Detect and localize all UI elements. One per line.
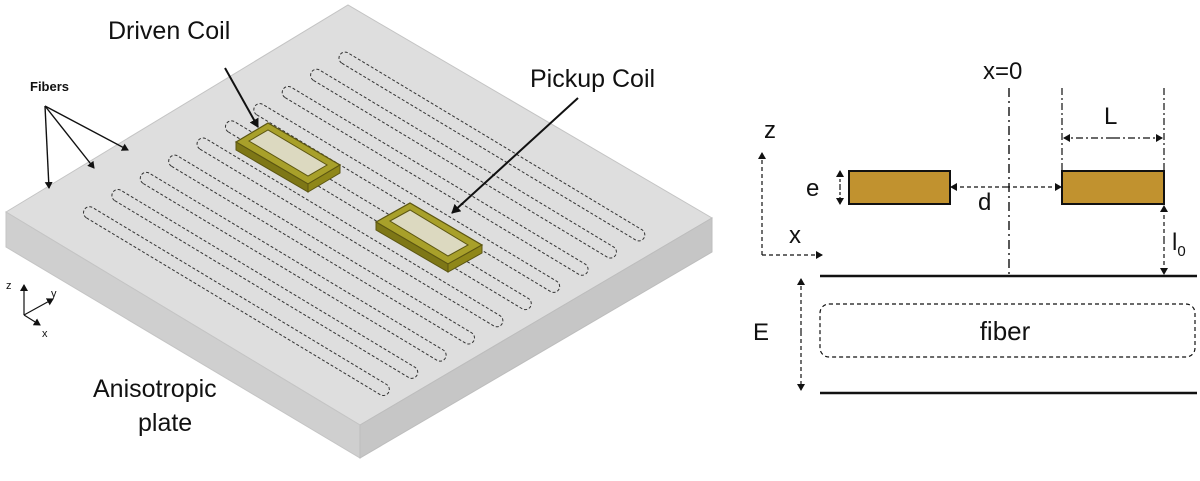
plate-label-line2: plate [138,409,192,437]
driven-coil-label: Driven Coil [108,17,230,45]
fibers-arrow-1 [44,105,53,189]
schematic-x-label: x [789,222,801,249]
fiber-section [819,303,1196,358]
driven-coil-arrow [224,67,259,128]
driven-coil-section [848,170,951,205]
fiber-label: fiber [980,316,1031,346]
schematic-z-label: z [764,117,776,144]
fibers-arrow-3 [44,105,129,151]
fiber-cylinder [253,103,561,293]
axis-triad-3d: z y x [6,280,57,340]
fiber-cylinder [338,51,646,242]
plate-3d [5,4,713,459]
driven-coil-3d [234,122,342,193]
l0-label: l0 [1172,229,1186,260]
fiber-cylinder [225,120,532,311]
axis-y-label: y [51,288,57,300]
plate-label-line1: Anisotropic [93,375,217,403]
pickup-coil-arrow [451,97,579,214]
fiber-cylinder [83,206,390,396]
e-label: e [806,175,819,202]
pickup-coil-label: Pickup Coil [530,65,655,93]
E-label: E [753,319,769,346]
fiber-cylinder [139,171,447,362]
d-label: d [978,189,991,216]
plate-side-face [359,217,713,459]
fiber-cylinder [196,137,504,328]
fiber-cylinder [310,68,617,259]
axis-z-label: z [6,280,12,292]
fiber-cylinders [83,51,646,396]
fibers-label: Fibers [30,79,69,94]
fibers-arrow-2 [44,105,95,169]
fiber-cylinder [111,189,419,379]
axis-x-label: x [42,328,48,340]
x0-label: x=0 [983,58,1022,85]
fiber-cylinder [281,86,589,276]
schematic-2d: x=0 z x e d L l0 E [753,58,1197,395]
L-label: L [1104,103,1117,130]
pickup-coil-3d [374,202,484,273]
pickup-coil-section [1061,170,1165,205]
fiber-cylinder [168,154,475,345]
